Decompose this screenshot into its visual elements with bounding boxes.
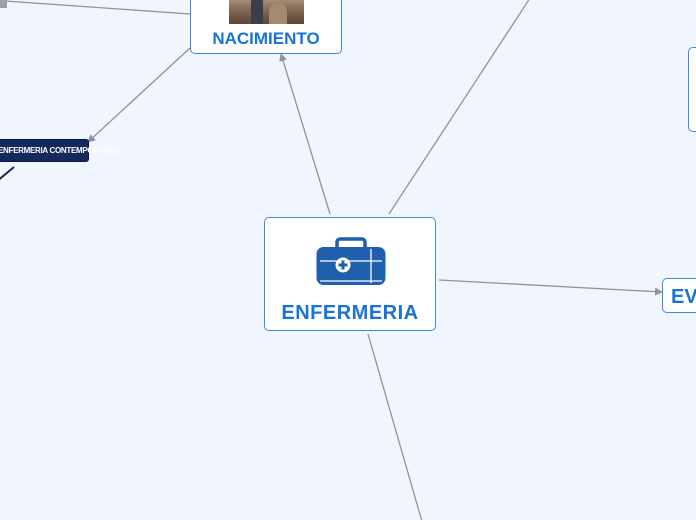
- connector-center-to-bottom: [367, 333, 423, 520]
- image-figure: [251, 0, 263, 24]
- central-topic-title: ENFERMERIA: [281, 302, 419, 324]
- connector-center-to-nacimiento: [279, 53, 331, 215]
- image-figure: [269, 3, 287, 24]
- topic-title: NACIMIENTO: [212, 29, 320, 48]
- topic-node-evolucion[interactable]: EV: [662, 278, 696, 313]
- node-edge-marker: [0, 0, 7, 8]
- connector-nacimiento-to-left: [4, 0, 191, 15]
- topic-node-right[interactable]: [688, 47, 696, 132]
- topic-title: EV: [671, 286, 696, 308]
- topic-title: ENFERMERIA CONTEMPORANEA: [0, 146, 121, 155]
- connector-contemporanea-child: [0, 166, 15, 180]
- medical-kit-icon: [316, 237, 386, 285]
- connector-center-to-evolucion: [438, 279, 663, 296]
- connector-center-to-top: [388, 0, 530, 215]
- topic-node-nacimiento[interactable]: NACIMIENTO: [190, 0, 342, 54]
- central-topic-node[interactable]: ENFERMERIA: [264, 217, 436, 331]
- connector-nacimiento-to-contemporanea: [87, 47, 191, 143]
- topic-node-contemporanea[interactable]: ENFERMERIA CONTEMPORANEA: [0, 139, 121, 162]
- nacimiento-image: [229, 0, 304, 24]
